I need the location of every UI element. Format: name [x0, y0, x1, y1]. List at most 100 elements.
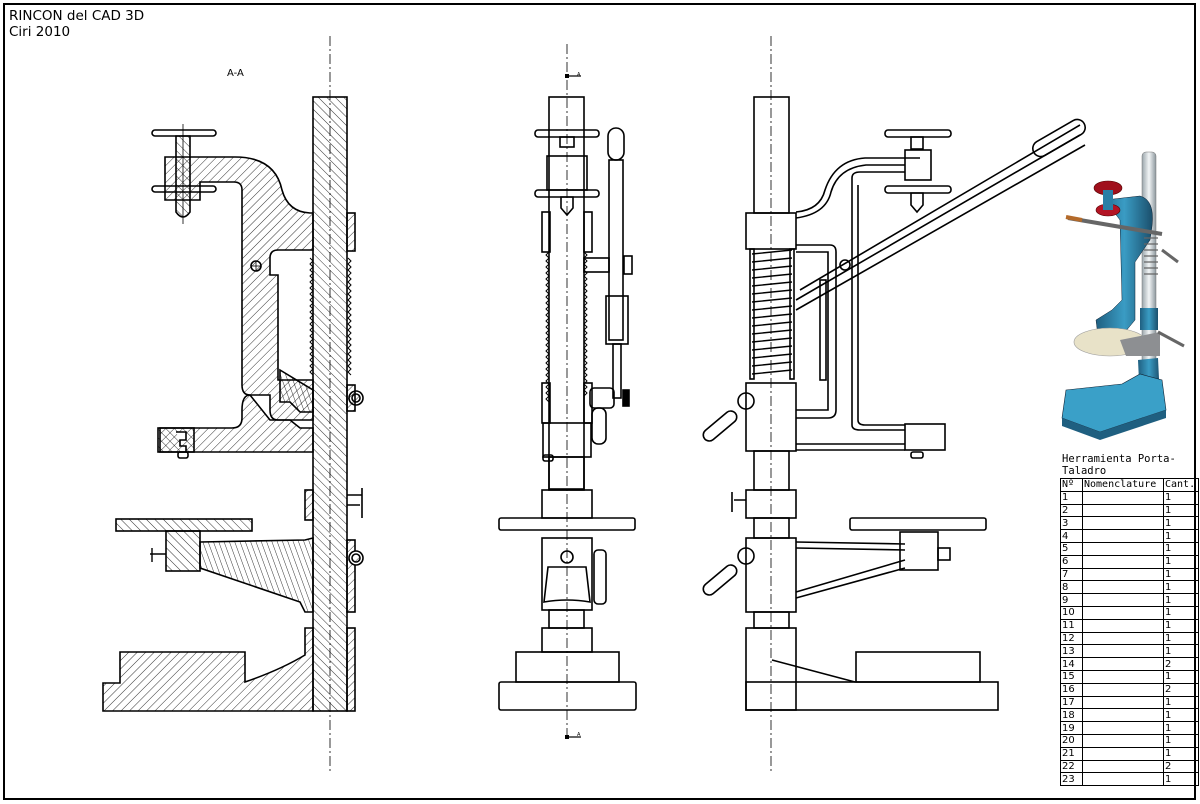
bom-cell-number: 8	[1060, 580, 1083, 595]
bom-cell-qty: 2	[1163, 759, 1199, 774]
bom-cell-number: 16	[1060, 682, 1083, 697]
lever-grip	[607, 127, 625, 161]
title-block: RINCON del CAD 3D Ciri 2010	[9, 8, 144, 40]
bom-cell-qty: 1	[1163, 631, 1199, 646]
sleeve	[541, 211, 551, 253]
lock-screw	[347, 488, 363, 518]
lever	[608, 159, 624, 341]
bom-header-qty: Cant.	[1163, 478, 1199, 492]
spring	[751, 249, 793, 375]
bom-cell-name	[1082, 593, 1164, 607]
bom-cell-name	[1082, 695, 1164, 710]
bom-cell-number: 14	[1060, 657, 1083, 671]
bom-cell-name	[1082, 631, 1164, 646]
bom-cell-name	[1082, 580, 1164, 595]
bom-cell-number: 10	[1060, 605, 1083, 620]
bom-title: Herramienta Porta-Taladro	[1062, 453, 1176, 477]
bom-cell-qty: 1	[1163, 669, 1199, 684]
c-frame-arm	[164, 156, 314, 421]
bom-cell-name	[1082, 605, 1164, 620]
bom-row: 20 1	[1060, 733, 1199, 748]
handwheel	[884, 129, 952, 138]
bom-cell-number: 6	[1060, 554, 1083, 569]
bom-cell-qty: 1	[1163, 644, 1199, 659]
base-top	[515, 651, 620, 683]
arm-wedge	[279, 368, 314, 413]
bom-cell-qty: 1	[1163, 503, 1199, 518]
rack-teeth	[545, 251, 588, 403]
clamp-knob	[737, 392, 755, 410]
upper-sleeve	[346, 212, 356, 252]
bom-row: 15 1	[1060, 669, 1199, 684]
bom-cell-qty: 1	[1163, 618, 1199, 633]
front-view	[498, 44, 637, 739]
bom-row: 10 1	[1060, 605, 1199, 620]
bom-cell-qty: 1	[1163, 541, 1199, 556]
bom-cell-number: 5	[1060, 541, 1083, 556]
cut-mark-top-label: A	[577, 72, 581, 78]
bom-cell-name	[1082, 644, 1164, 659]
upper-collar	[745, 212, 797, 250]
table	[498, 517, 636, 531]
bom-cell-qty: 1	[1163, 554, 1199, 569]
bom-cell-name	[1082, 759, 1164, 774]
bom-cell-number: 21	[1060, 746, 1083, 761]
bom-cell-qty: 1	[1163, 490, 1199, 505]
bom-cell-qty: 1	[1163, 605, 1199, 620]
bom-cell-number: 11	[1060, 618, 1083, 633]
column	[548, 96, 585, 490]
title-line-1: RINCON del CAD 3D	[9, 8, 145, 24]
table-screw	[150, 548, 166, 562]
lever-grip	[1032, 118, 1086, 158]
bom-row: 21 1	[1060, 746, 1199, 761]
bom-cell-number: 20	[1060, 733, 1083, 748]
bom-cell-number: 1	[1060, 490, 1083, 505]
bom-header-number: Nº	[1060, 478, 1083, 492]
bom-cell-name	[1082, 721, 1164, 735]
isometric-render	[1061, 151, 1185, 440]
table	[849, 517, 987, 531]
bom-cell-number: 15	[1060, 669, 1083, 684]
render-base	[1061, 373, 1167, 433]
bom-cell-name	[1082, 554, 1164, 569]
bom-cell-name	[1082, 682, 1164, 697]
bom-cell-qty: 1	[1163, 567, 1199, 582]
bom-cell-number: 7	[1060, 567, 1083, 582]
lower-arm	[159, 394, 314, 453]
bom-cell-name	[1082, 733, 1164, 748]
bom-cell-qty: 1	[1163, 516, 1199, 531]
section-label: A-A	[227, 68, 244, 79]
clamp-handle	[702, 410, 738, 442]
section-view-a-a	[102, 36, 364, 772]
bom-cell-name	[1082, 772, 1164, 787]
bom-cell-qty: 1	[1163, 721, 1199, 735]
bom-row: 16 2	[1060, 682, 1199, 697]
bom-cell-qty: 1	[1163, 746, 1199, 761]
lower-collar	[304, 489, 314, 521]
bom-header-name: Nomenclature	[1082, 478, 1164, 492]
table-top	[115, 518, 253, 532]
drawing-border	[3, 3, 1196, 800]
rack-teeth	[309, 257, 352, 376]
bom-cell-qty: 2	[1163, 682, 1199, 697]
bom-cell-qty: 1	[1163, 733, 1199, 748]
bom-cell-qty: 1	[1163, 593, 1199, 607]
c-frame	[795, 157, 920, 431]
bom-cell-name	[1082, 669, 1164, 684]
bom-cell-qty: 1	[1163, 708, 1199, 723]
bom-cell-number: 17	[1060, 695, 1083, 710]
